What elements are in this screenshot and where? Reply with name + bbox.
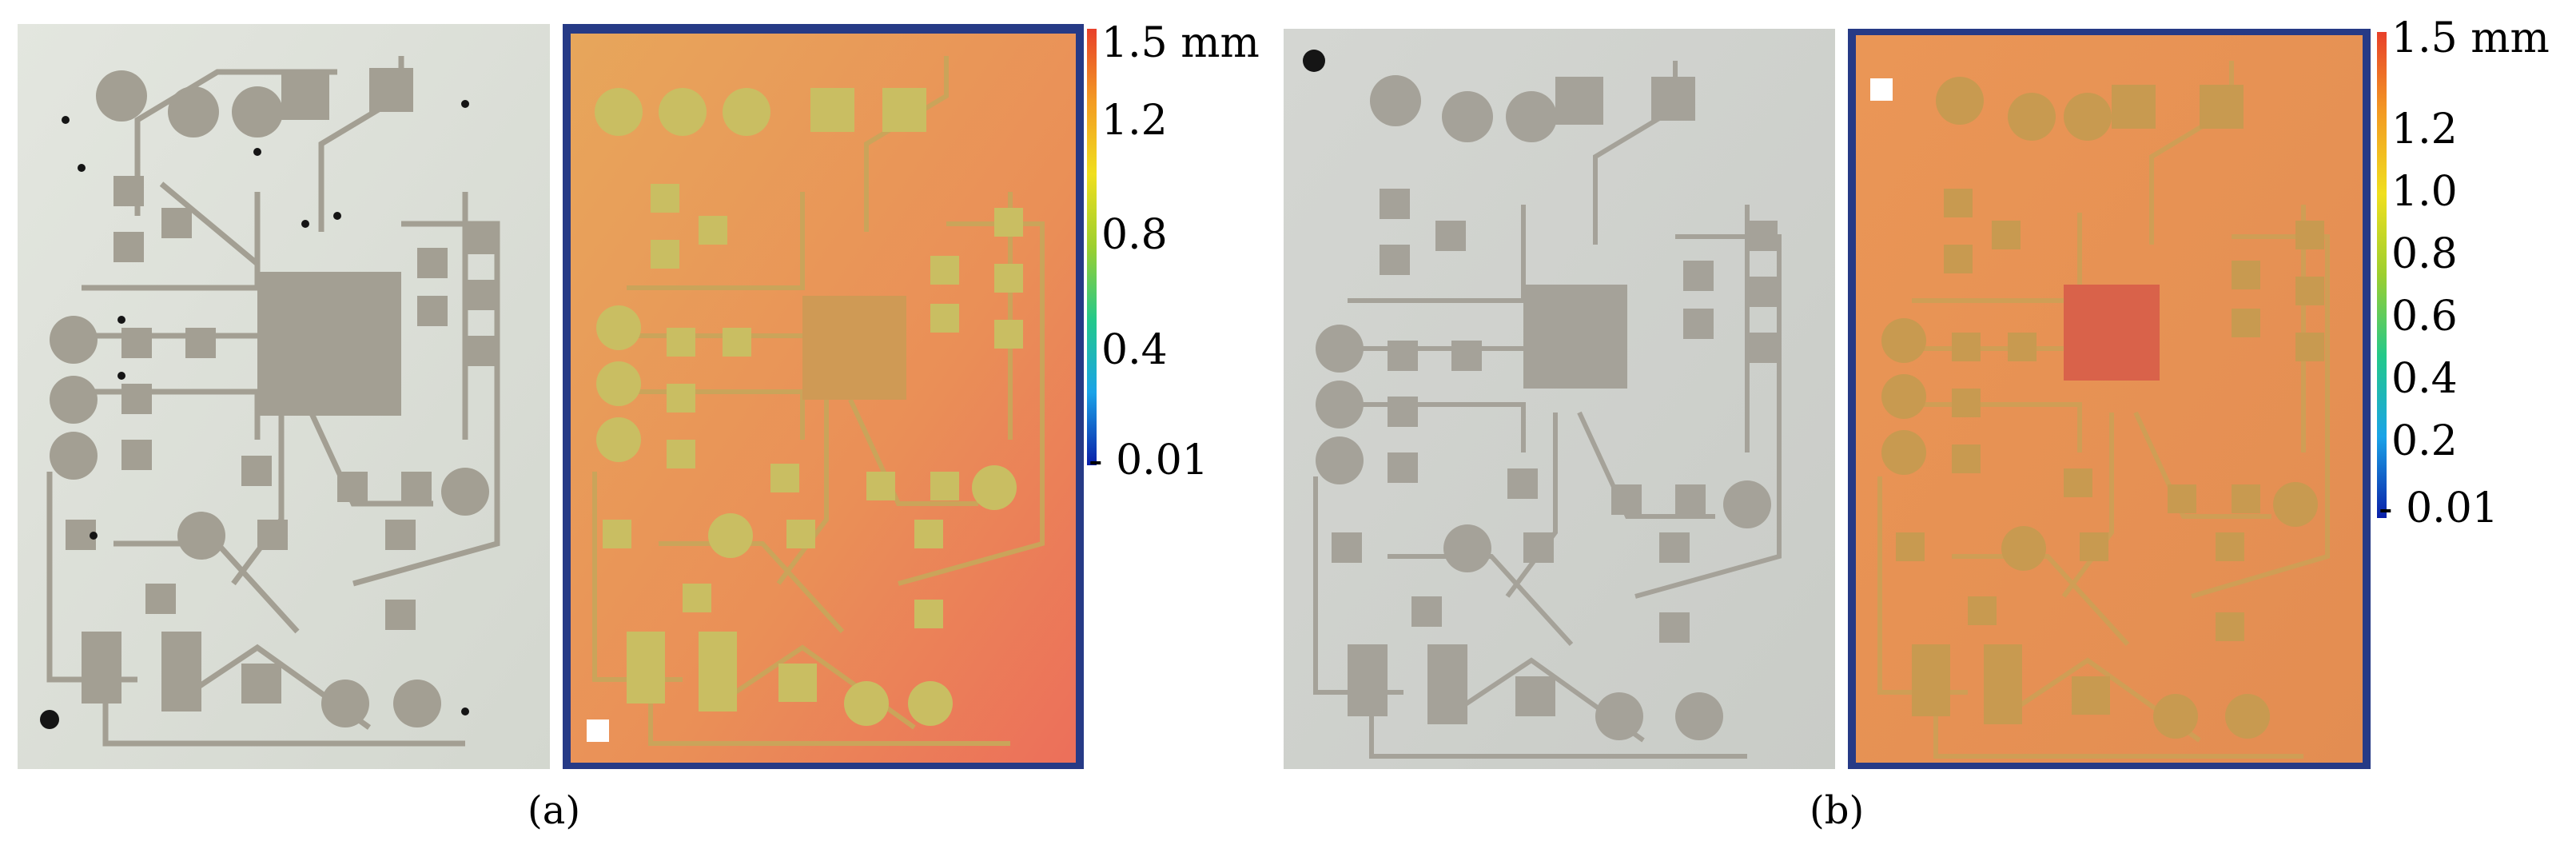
colorbar-a (1087, 29, 1097, 465)
photo-pcb-b-plain (1284, 29, 1835, 769)
colorbar-a-tick: 0.8 (1101, 211, 1168, 259)
colorbar-b-tick: 1.5 mm (2391, 14, 2550, 62)
colorbar-a-tick: - 0.01 (1089, 436, 1208, 484)
colorbar-b (2377, 32, 2387, 518)
caption-a: (a) (528, 788, 581, 833)
colorbar-b-tick: 0.4 (2391, 355, 2458, 403)
photo-pcb-a-plain (18, 24, 550, 769)
colorbar-b-tick: 1.2 (2391, 106, 2458, 153)
colorbar-b-tick: 0.2 (2391, 417, 2458, 465)
colorbar-a-tick: 1.2 (1101, 97, 1168, 145)
colorbar-b-tick: 0.8 (2391, 230, 2458, 278)
colorbar-b-tick: - 0.01 (2379, 484, 2498, 532)
colorbar-b-tick: 0.6 (2391, 293, 2458, 341)
heightmap-pcb-b (1848, 29, 2371, 769)
heightmap-pcb-a (563, 24, 1084, 769)
colorbar-b-tick: 1.0 (2391, 168, 2458, 216)
colorbar-a-tick: 1.5 mm (1101, 19, 1260, 67)
colorbar-a-tick: 0.4 (1101, 326, 1168, 374)
caption-b: (b) (1810, 788, 1865, 833)
